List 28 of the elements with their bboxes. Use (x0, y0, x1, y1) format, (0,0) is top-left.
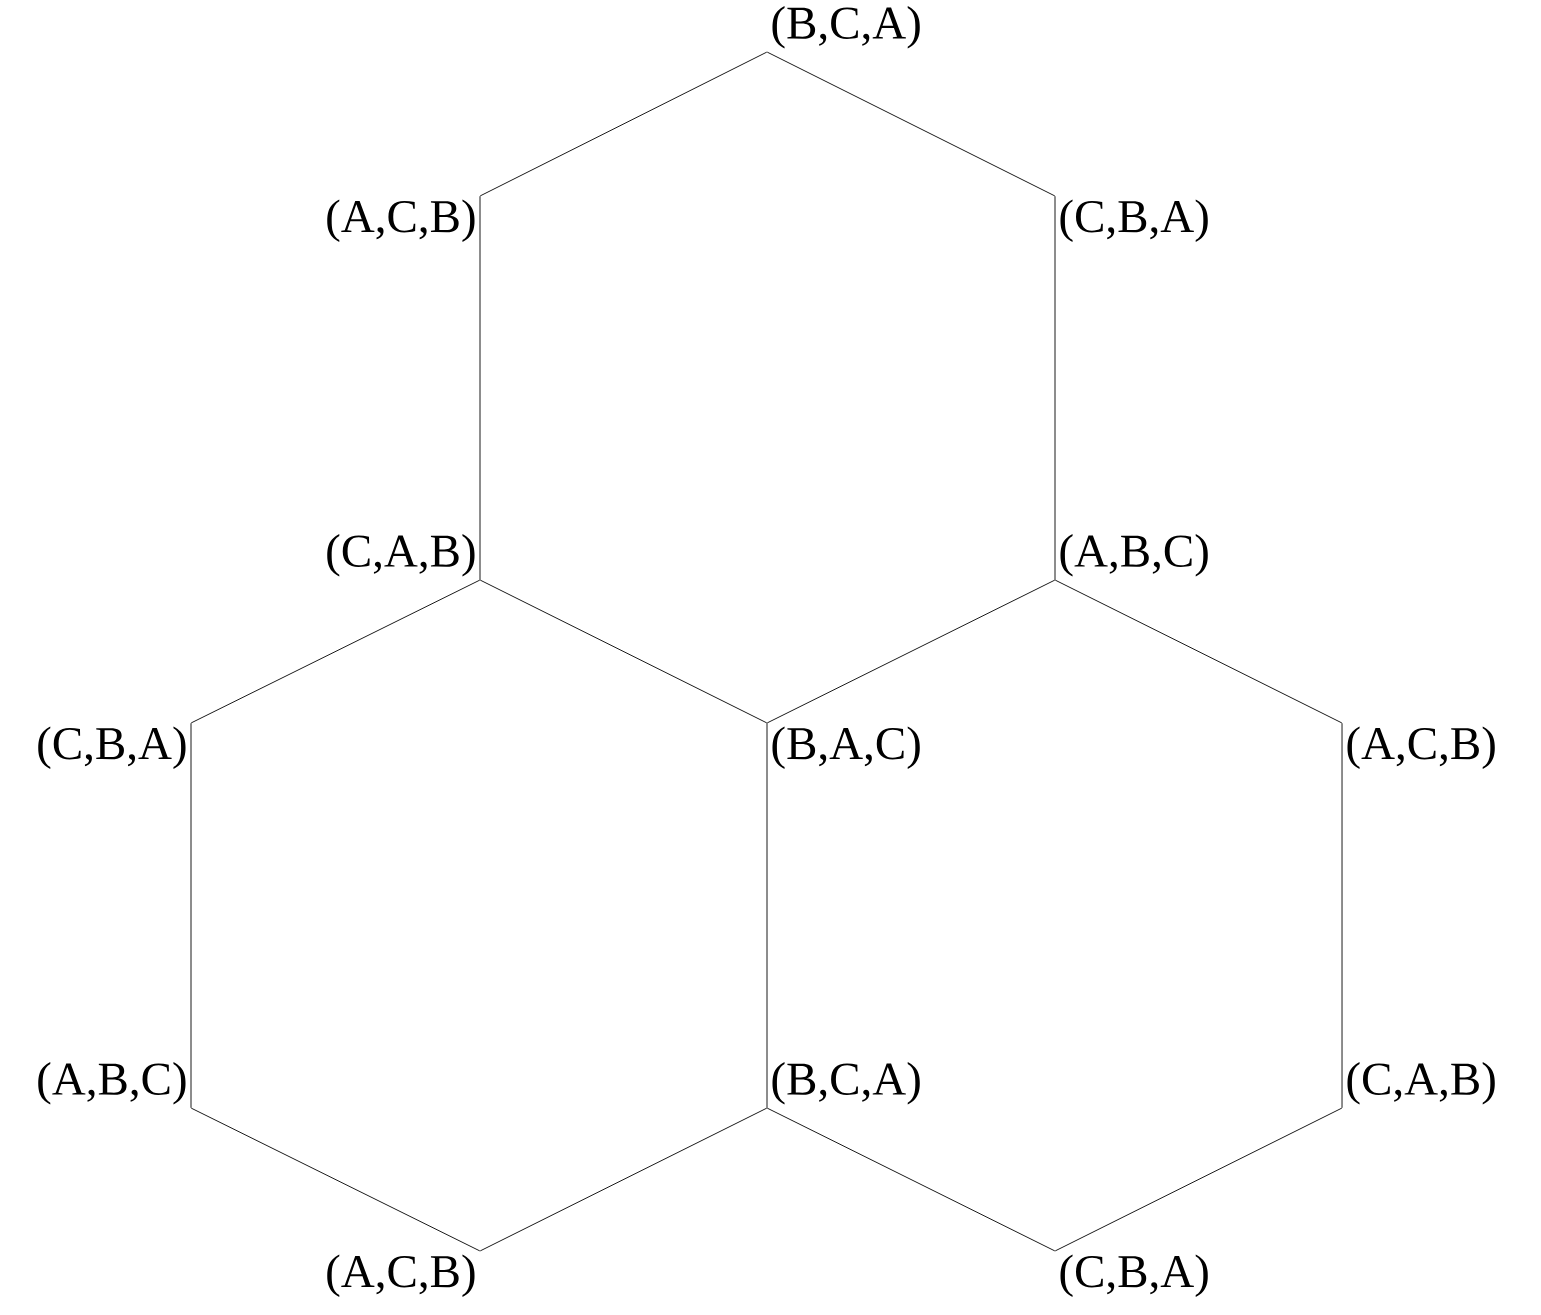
vertex-label: (A,C,B) (327, 1254, 475, 1298)
vertex-label: (A,C,B) (327, 199, 475, 242)
vertex-label: (C,A,B) (327, 534, 475, 577)
vertex-label: (A,C,B) (1347, 726, 1495, 770)
hexagon-side (766, 1107, 1056, 1252)
vertex-label: (A,B,C) (38, 1062, 186, 1105)
hexagon-side (766, 51, 1056, 197)
hexagon-side (1054, 1107, 1343, 1252)
vertex-label: (C,A,B) (1347, 1062, 1495, 1105)
hexagon-side (479, 195, 481, 581)
vertex-label: (B,C,A) (772, 1062, 920, 1105)
vertex-label: (C,B,A) (1060, 1254, 1208, 1298)
hexagon-side (479, 579, 768, 724)
hexagon-side (766, 722, 768, 1109)
hexagon-side (479, 1107, 768, 1252)
vertex-label: (A,B,C) (1060, 534, 1208, 577)
hexagon-side (1054, 579, 1343, 724)
hexagon-side (190, 1107, 481, 1252)
hexagon-side (190, 579, 481, 724)
vertex-label: (C,B,A) (1060, 199, 1208, 242)
hexagon-side (1341, 722, 1343, 1109)
hexagon-side (1054, 195, 1056, 581)
vertex-label: (B,A,C) (772, 726, 920, 770)
hexagon-side (766, 579, 1056, 724)
hexagon-side (190, 722, 192, 1109)
hexagon-side (479, 51, 768, 197)
vertex-label: (C,B,A) (38, 726, 186, 770)
vertex-label: (B,C,A) (772, 6, 920, 49)
